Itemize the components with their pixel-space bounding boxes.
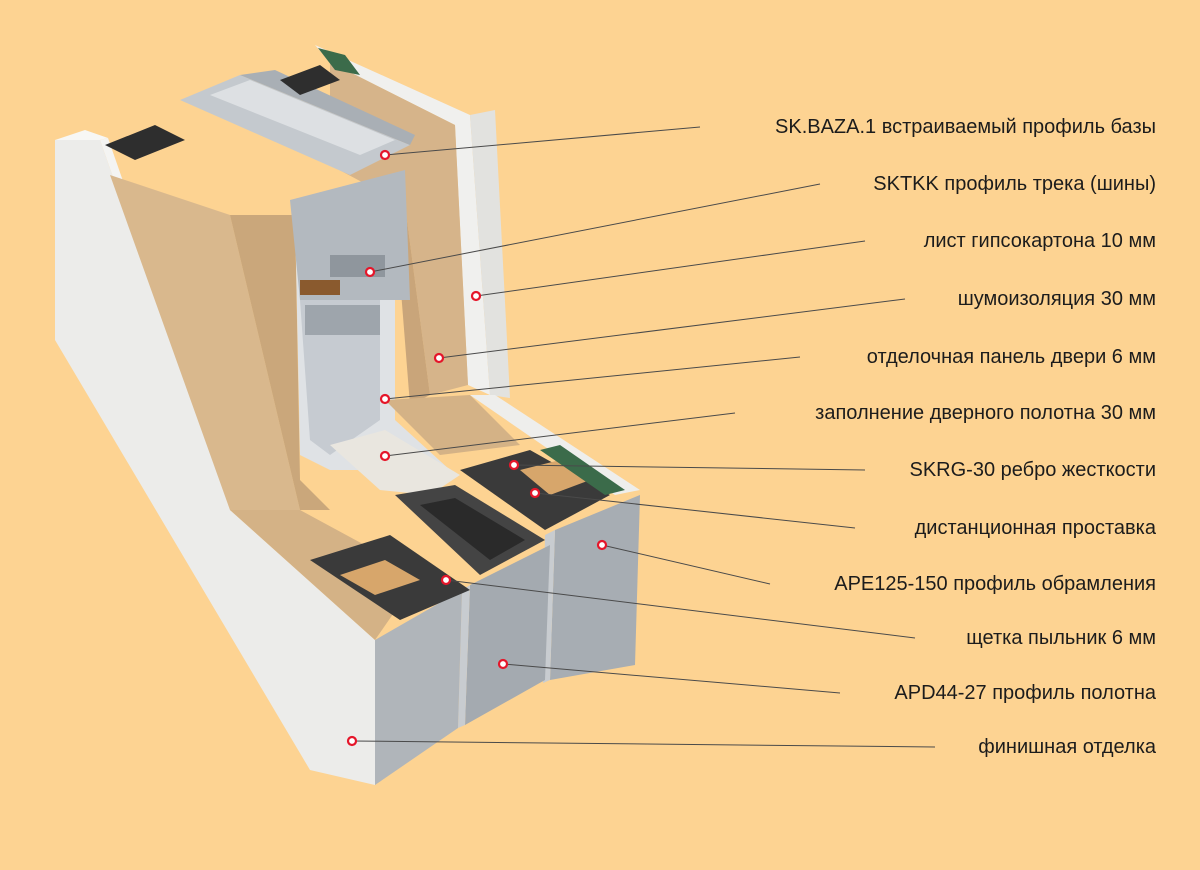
leader-soundproofing [438,298,906,359]
label-spacer: дистанционная проставка [914,517,1156,539]
marker-soundproofing [433,352,445,364]
wall-assembly [55,45,640,785]
leader-sk-baza [384,126,701,156]
label-soundproofing: шумоизоляция 30 мм [957,288,1156,310]
marker-door-fill [379,450,391,462]
label-door-fill: заполнение дверного полотна 30 мм [815,402,1156,424]
leader-skrg [513,464,866,471]
marker-door-panel [379,393,391,405]
track-profiles [105,48,415,335]
wall-face-left [55,140,375,785]
marker-brush [440,574,452,586]
leader-door-panel [384,356,801,400]
label-skrg: SKRG-30 ребро жесткости [909,459,1156,481]
marker-spacer [529,487,541,499]
door-profiles [310,445,640,785]
ape-profile [550,495,640,680]
leader-sktkk [369,183,821,273]
label-ape: APE125-150 профиль обрамления [834,573,1156,595]
leader-brush [445,579,916,639]
callout-markers [346,149,608,747]
label-door-panel: отделочная панель двери 6 мм [866,346,1156,368]
leader-apd [502,663,841,694]
leader-spacer [534,492,856,529]
label-finish: финишная отделка [978,736,1156,758]
label-brush: щетка пыльник 6 мм [966,627,1156,649]
label-apd: APD44-27 профиль полотна [894,682,1156,704]
marker-drywall [470,290,482,302]
finish-panel [375,590,462,785]
door-fill [330,430,460,495]
marker-ape [596,539,608,551]
label-sktkk: SKTKK профиль трека (шины) [873,173,1156,195]
leader-lines [351,126,936,748]
drywall-back [315,45,490,395]
leader-drywall [475,240,866,297]
marker-sk-baza [379,149,391,161]
marker-apd [497,658,509,670]
label-sk-baza: SK.BAZA.1 встраиваемый профиль базы [775,116,1156,138]
leader-ape [601,544,771,585]
leader-finish [351,740,936,748]
leader-door-fill [384,412,736,457]
label-drywall: лист гипсокартона 10 мм [923,230,1156,252]
marker-sktkk [364,266,376,278]
soundproofing-front [110,175,355,565]
marker-skrg [508,459,520,471]
marker-finish [346,735,358,747]
